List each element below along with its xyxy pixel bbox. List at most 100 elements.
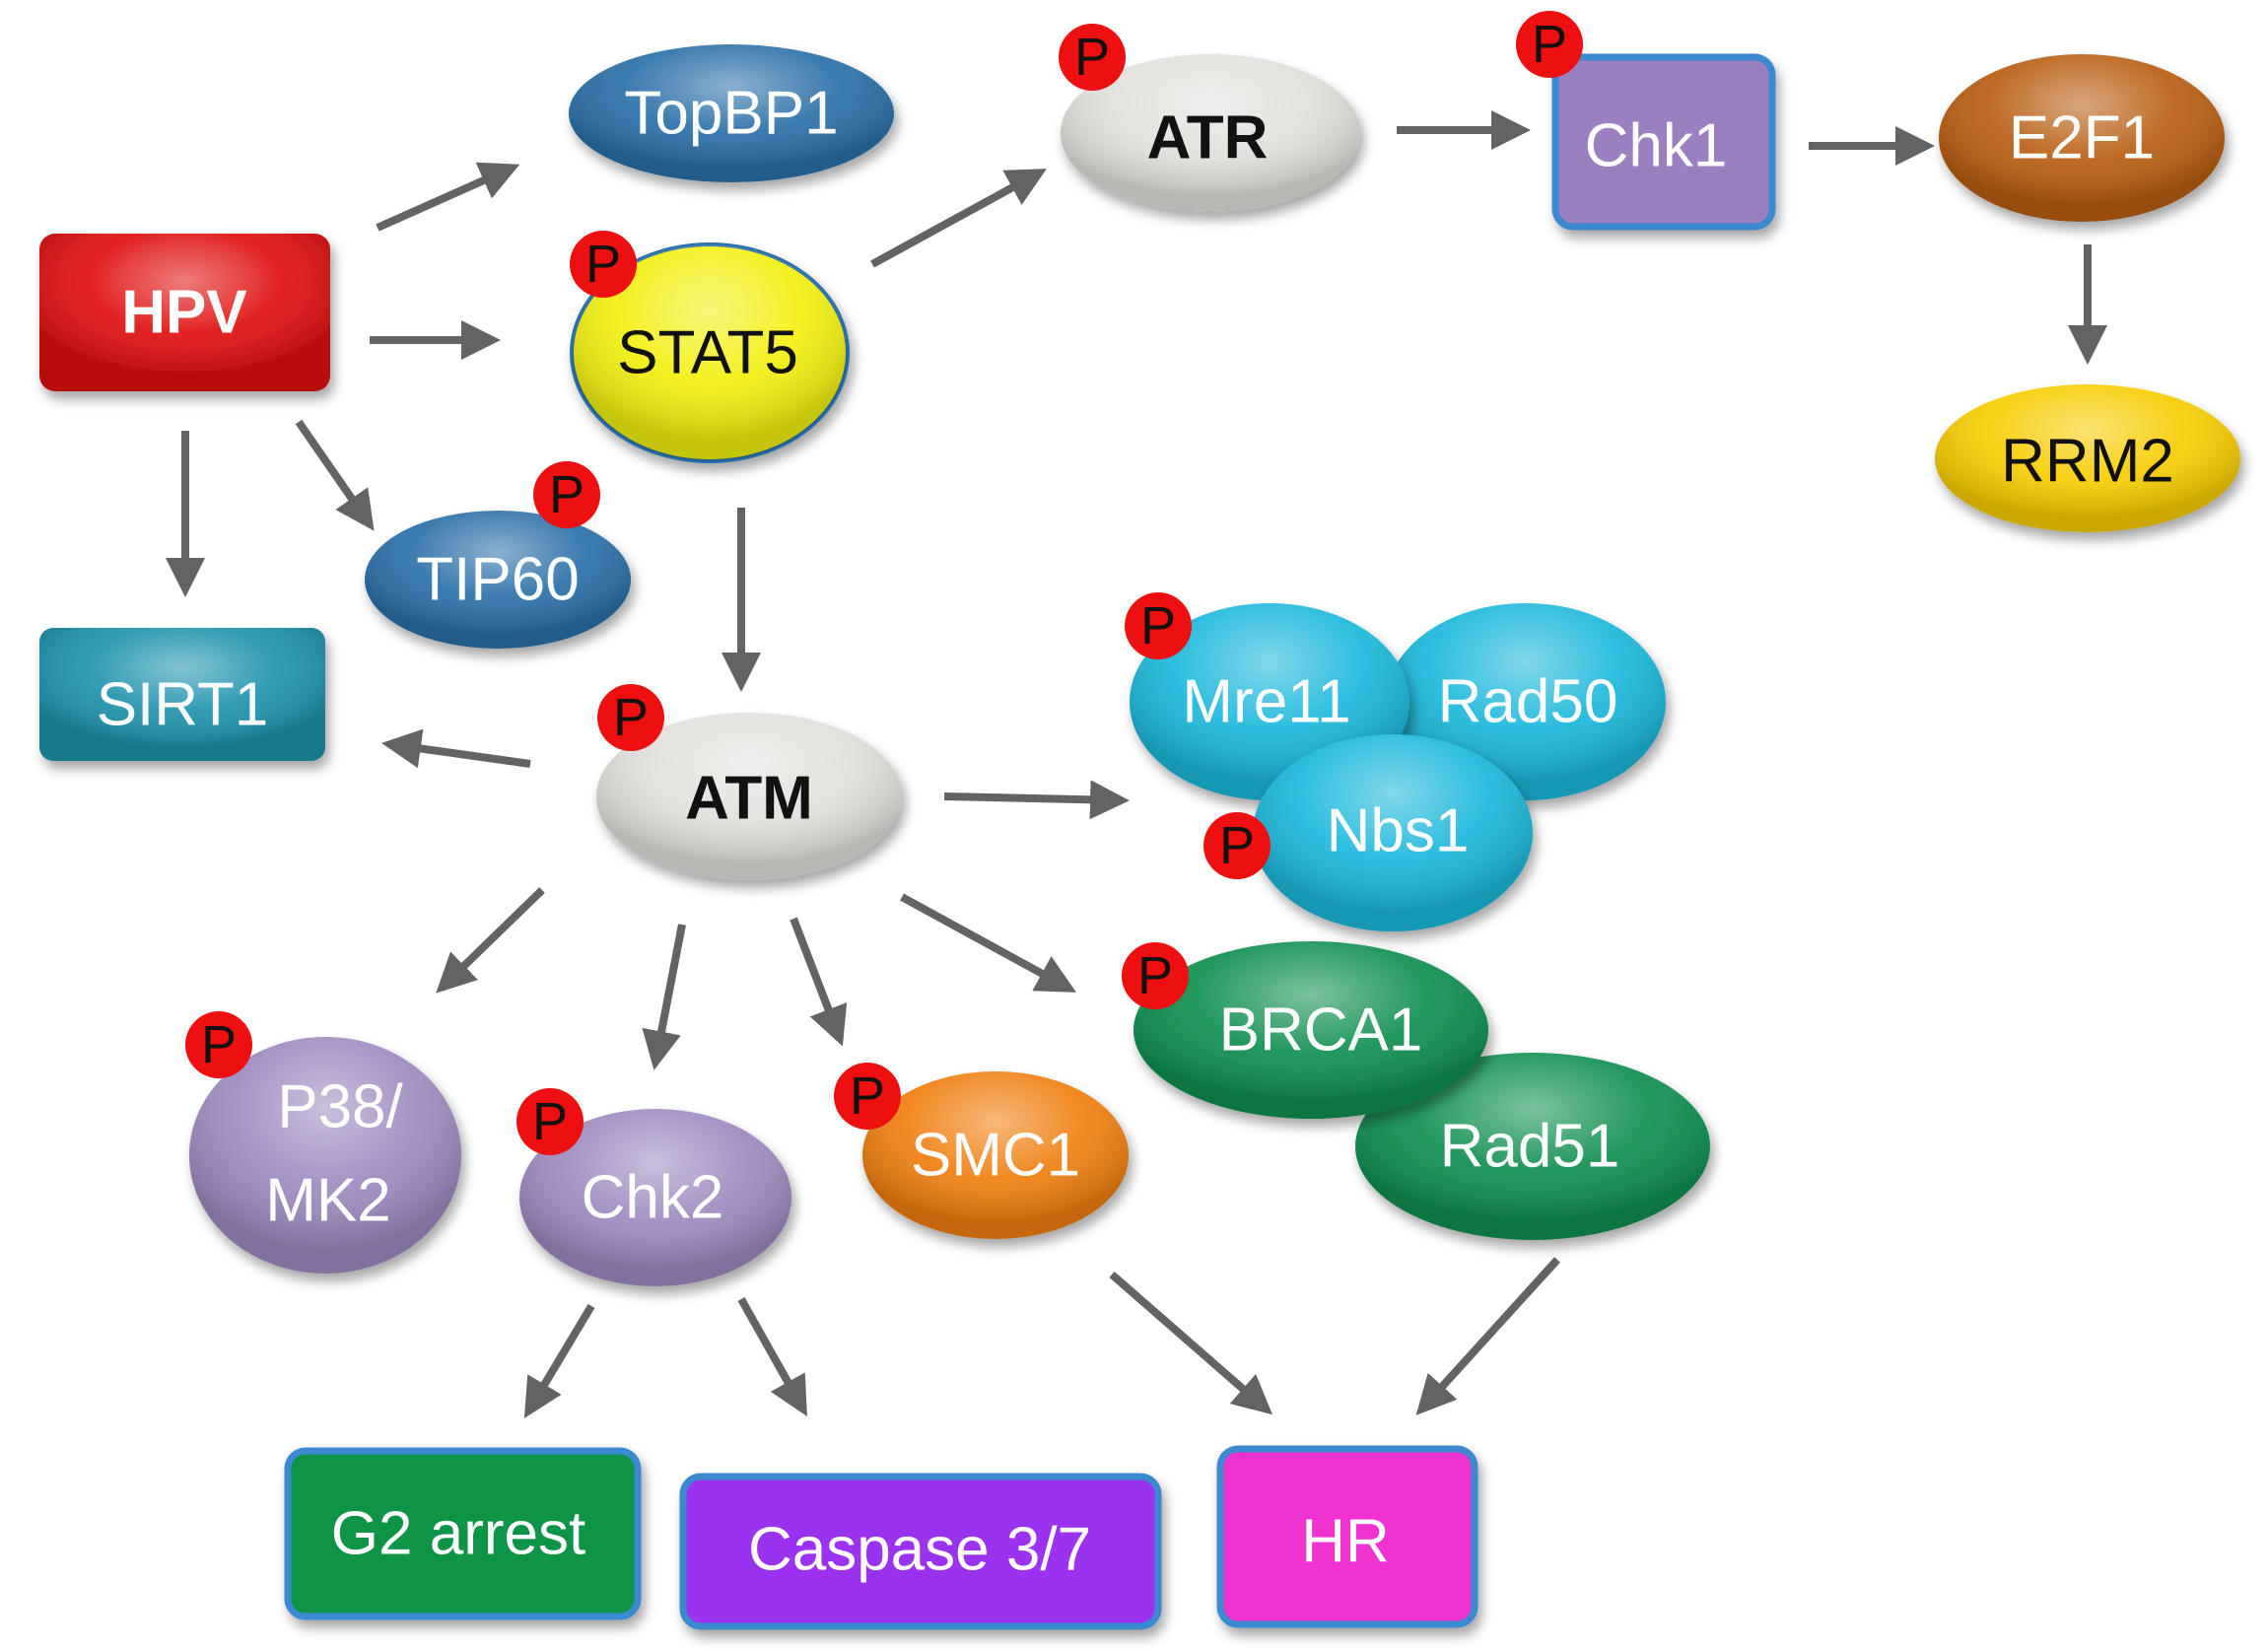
phospho-badge-circle: [1516, 11, 1583, 78]
phospho-badge-label: P: [613, 688, 649, 747]
node-hr-shape: [1216, 1445, 1478, 1628]
phospho-badge-label: P: [1219, 816, 1255, 875]
node-atm-label: ATM: [685, 765, 813, 833]
arrow-atm-chk2: [642, 924, 686, 1070]
arrow-chk2-g2arrest: [523, 1303, 595, 1418]
phospho-badge-label: P: [850, 1066, 885, 1126]
node-hr-label: HR: [1301, 1508, 1390, 1576]
node-rrm2-label: RRM2: [2001, 428, 2174, 496]
phospho-badge-label: P: [201, 1015, 237, 1074]
node-topbp1-shine: [569, 44, 894, 182]
node-g2arrest-label: G2 arrest: [331, 1500, 585, 1568]
phospho-badge-circle: [834, 1063, 901, 1130]
node-topbp1: [569, 44, 894, 182]
node-rrm2-shine: [1935, 384, 2240, 532]
arrow-chk2-caspase: [737, 1297, 807, 1416]
node-hr: [1216, 1445, 1478, 1628]
phospho-badge-circle: [533, 461, 600, 528]
arrow-atm-brca1: [900, 893, 1077, 993]
phospho-badge-label: P: [532, 1092, 568, 1151]
node-rrm2: [1935, 384, 2240, 532]
node-sirt1-label: SIRT1: [97, 671, 269, 739]
phospho-badge-nbs1: P: [1203, 812, 1271, 879]
node-rad51: [1355, 1053, 1710, 1240]
phospho-badge-circle: [1122, 942, 1189, 1009]
node-tip60-shine: [365, 511, 631, 649]
arrow-hpv-tip60: [295, 419, 375, 531]
phospho-badge-circle: [1125, 592, 1192, 659]
node-nbs1-label: Nbs1: [1327, 797, 1470, 865]
node-smc1-label: SMC1: [911, 1122, 1080, 1190]
node-e2f1-shine: [1939, 54, 2225, 222]
node-atm: [596, 713, 902, 880]
arrows: [166, 110, 2107, 1418]
node-rad50-label: Rad50: [1438, 668, 1618, 736]
node-e2f1-label: E2F1: [2009, 104, 2155, 172]
phospho-badge-circle: [1203, 812, 1271, 879]
phospho-badge-chk1: P: [1516, 11, 1583, 78]
phospho-badge-circle: [516, 1088, 584, 1155]
phospho-badge-label: P: [549, 465, 584, 524]
node-atr: [1061, 54, 1360, 212]
phospho-badge-chk2: P: [516, 1088, 584, 1155]
node-rad51-shine: [1355, 1053, 1710, 1240]
node-e2f1: [1939, 54, 2225, 222]
node-caspase: [679, 1473, 1162, 1630]
phospho-badge-circle: [597, 684, 664, 751]
node-stat5-label: STAT5: [617, 319, 798, 387]
node-chk2-shine: [519, 1109, 791, 1286]
arrow-stat5-atr: [870, 169, 1048, 268]
node-chk2-label: Chk2: [582, 1164, 724, 1232]
node-hpv: [39, 234, 330, 391]
node-nbs1-shine: [1253, 734, 1533, 931]
phospho-badge-brca1: P: [1122, 942, 1189, 1009]
node-chk1: [1551, 53, 1776, 231]
phospho-badge-mre11: P: [1125, 592, 1192, 659]
node-sirt1: [39, 628, 325, 761]
arrow-rad51-hr: [1415, 1257, 1560, 1415]
node-p38-label-line1: P38/: [277, 1073, 403, 1141]
node-atr-label: ATR: [1147, 104, 1269, 172]
node-chk1-label: Chk1: [1585, 112, 1728, 180]
arrow-atm-p38: [436, 887, 545, 994]
node-topbp1-label: TopBP1: [624, 80, 838, 148]
phospho-badge-circle: [185, 1011, 252, 1078]
node-chk2: [519, 1109, 791, 1286]
phospho-badge-label: P: [1140, 596, 1176, 655]
node-chk1-shape: [1551, 53, 1776, 231]
node-nbs1: [1253, 734, 1533, 931]
node-brca1-shine: [1134, 941, 1488, 1119]
node-smc1: [862, 1071, 1129, 1239]
node-caspase-shape: [679, 1473, 1162, 1630]
node-caspase-label: Caspase 3/7: [748, 1516, 1091, 1584]
arrow-hpv-topbp1: [376, 162, 520, 232]
phospho-badges: P P P P P P P P: [185, 11, 1583, 1155]
node-g2arrest-shape: [284, 1447, 642, 1620]
node-p38-label-line2: MK2: [265, 1167, 390, 1235]
node-mre11-label: Mre11: [1182, 668, 1350, 736]
phospho-badge-p38: P: [185, 1011, 252, 1078]
phospho-badge-atr: P: [1059, 24, 1126, 91]
node-brca1: [1134, 941, 1488, 1119]
node-tip60-label: TIP60: [416, 546, 579, 614]
node-brca1-label: BRCA1: [1219, 997, 1423, 1065]
phospho-badge-label: P: [1532, 15, 1567, 74]
arrow-atm-sirt1: [381, 728, 531, 769]
node-p38: [189, 1037, 461, 1273]
node-hpv-label: HPV: [121, 279, 246, 347]
node-stat5-shine: [572, 244, 848, 461]
node-smc1-shine: [862, 1071, 1129, 1239]
phospho-badge-label: P: [1074, 28, 1110, 87]
arrow-atm-mrn: [943, 780, 1130, 820]
node-g2arrest: [284, 1447, 642, 1620]
arrow-atm-smc1: [790, 917, 848, 1047]
node-sirt1-shine: [39, 628, 325, 761]
node-stat5: [570, 242, 850, 463]
node-rad51-label: Rad51: [1440, 1113, 1620, 1181]
phospho-badge-tip60: P: [533, 461, 600, 528]
phospho-badge-stat5: P: [570, 231, 637, 298]
phospho-badge-circle: [1059, 24, 1126, 91]
phospho-badge-label: P: [1137, 946, 1173, 1005]
phospho-badge-circle: [570, 231, 637, 298]
